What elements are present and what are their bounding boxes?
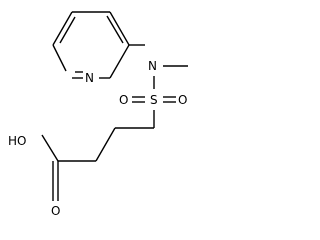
bond-c2-c3-inner xyxy=(106,15,124,44)
atom-amine-n: N xyxy=(148,59,157,73)
atom-sulfonyl-o-left: O xyxy=(119,93,128,107)
bond-c4-c5-inner xyxy=(59,16,76,44)
atom-carbonyl-o: O xyxy=(51,204,60,218)
bond-c2-c2b xyxy=(109,44,130,79)
chemical-structure: N N S O O HO O xyxy=(8,11,188,218)
bond-ch2-ch2-b xyxy=(95,127,116,162)
atom-sulfonyl-o-right: O xyxy=(178,93,187,107)
pyridine-ring xyxy=(52,11,130,79)
atom-sulfur: S xyxy=(150,93,158,107)
atom-ring-n: N xyxy=(85,71,94,85)
atom-hydroxyl: HO xyxy=(8,134,26,148)
bond-c4-c5 xyxy=(52,11,73,46)
bond-c-oh xyxy=(41,134,59,162)
bond-c5-c6 xyxy=(52,44,67,72)
bond-c2-c3 xyxy=(109,11,130,46)
